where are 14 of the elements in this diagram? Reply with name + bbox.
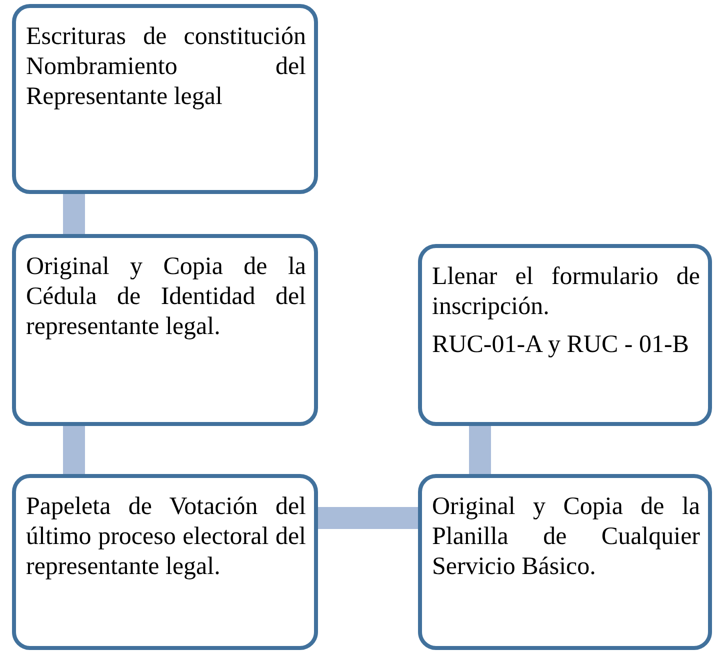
process-box — [12, 474, 318, 650]
process-box — [418, 244, 712, 426]
box-text: Papeleta de Votación del último proceso electoral del representante legal. — [26, 492, 306, 582]
connector-bar — [63, 194, 85, 234]
process-box — [12, 234, 318, 426]
box-text: Original y Copia de la Cédula de Identidad del representante legal. — [26, 252, 306, 342]
box-text: Llenar el formulario de inscripción. — [432, 262, 700, 322]
process-box — [12, 4, 318, 194]
process-box — [418, 474, 712, 650]
box-text: Original y Copia de la Planilla de Cualquier Servicio Básico. — [432, 492, 700, 582]
connector-bar — [318, 507, 418, 529]
box-text: RUC-01-A y RUC - 01-B — [432, 330, 690, 360]
box-text: Escrituras de constitución Nombramiento del Representante legal — [26, 22, 306, 112]
connector-bar — [63, 426, 85, 474]
